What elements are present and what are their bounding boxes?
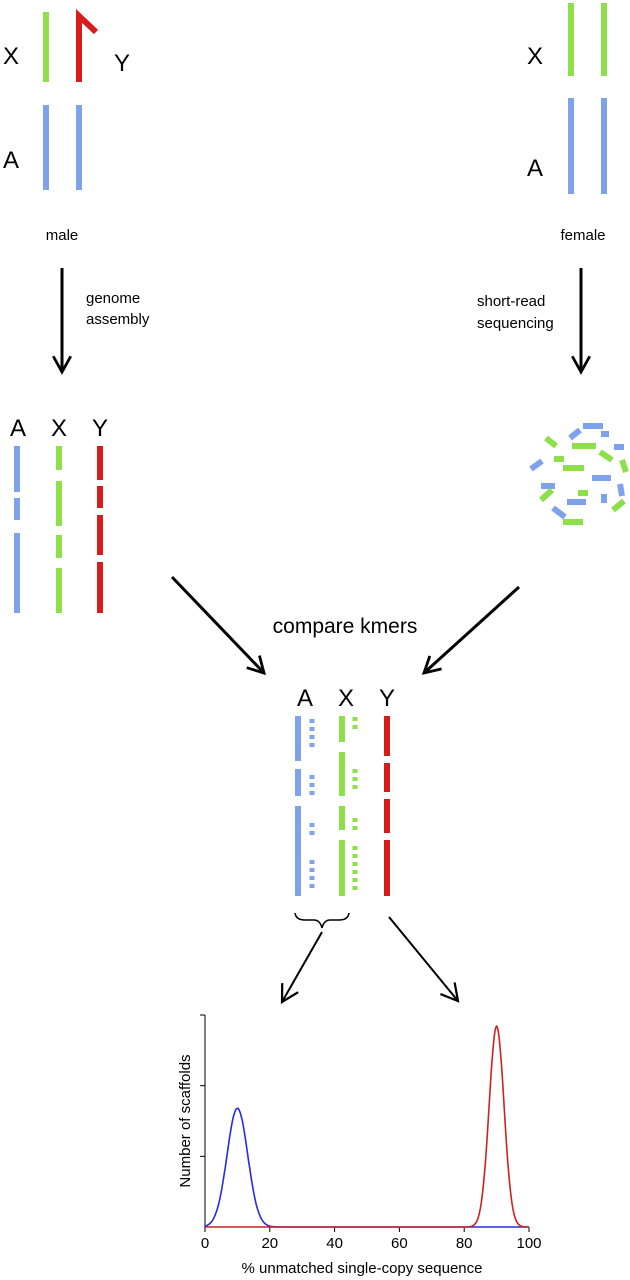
x-tick-label: 80 xyxy=(456,1235,473,1252)
compare-title: compare kmers xyxy=(273,615,418,638)
male-caption: male xyxy=(46,227,79,244)
x-axis-label: % unmatched single-copy sequence xyxy=(242,1260,483,1277)
x-tick-label: 0 xyxy=(201,1235,209,1252)
chart-series xyxy=(204,1024,529,1228)
compare-label-y: Y xyxy=(379,685,395,712)
y-ticks xyxy=(200,1014,205,1157)
result-arrows xyxy=(280,916,460,1004)
compare-arrows: compare kmers xyxy=(170,575,521,676)
read-fragment xyxy=(538,487,555,503)
male-a-label: A xyxy=(3,147,19,174)
compare-arrow-left xyxy=(170,575,266,676)
assembly-label-y: Y xyxy=(92,415,108,442)
read-fragment xyxy=(611,498,626,513)
read-fragment xyxy=(529,458,544,472)
comparison-result: A X Y xyxy=(294,685,395,929)
red-distribution-curve xyxy=(205,1024,529,1228)
compare-label-a: A xyxy=(297,685,313,712)
read-fragment xyxy=(568,427,582,441)
x-tick-label: 20 xyxy=(261,1235,278,1252)
female-caption: female xyxy=(560,227,605,244)
read-fragment xyxy=(598,449,614,463)
unmatched-sequence-chart: 0 20 40 60 80 100 % unmatched single-copy seq… xyxy=(177,1014,542,1277)
assembly-label-x: X xyxy=(51,415,67,442)
female-a-label: A xyxy=(527,155,543,182)
male-x-label: X xyxy=(3,43,19,70)
sequencing-label-line1: short-read xyxy=(477,293,545,310)
x-tick-label: 100 xyxy=(516,1235,541,1252)
male-y-chromosome xyxy=(76,9,99,82)
read-fragment xyxy=(551,505,567,520)
y-axis-label: Number of scaffolds xyxy=(177,1054,194,1187)
read-fragment xyxy=(617,483,625,497)
compared-x-scaffolds xyxy=(339,716,358,896)
sequencing-label-line2: sequencing xyxy=(477,315,554,332)
x-ticks: 0 20 40 60 80 100 xyxy=(201,1227,542,1252)
read-fragment xyxy=(619,459,629,473)
read-fragment xyxy=(544,435,558,449)
assembly-label-line2: assembly xyxy=(86,311,150,328)
compare-arrow-right xyxy=(421,585,521,675)
assembly-label-a: A xyxy=(10,415,26,442)
compare-label-x: X xyxy=(338,685,354,712)
assembled-scaffolds: A X Y xyxy=(10,415,108,613)
male-karyotype: X Y A male xyxy=(3,9,130,244)
compared-autosome-scaffolds xyxy=(295,716,315,896)
result-arrow-left xyxy=(280,931,323,1004)
autosome-x-brace xyxy=(294,912,350,929)
x-tick-label: 40 xyxy=(326,1235,343,1252)
process-arrows: genome assembly short-read sequencing xyxy=(52,268,591,375)
assembly-label-line1: genome xyxy=(86,290,140,307)
short-reads-cloud xyxy=(529,423,629,525)
male-y-label: Y xyxy=(114,50,130,77)
female-x-label: X xyxy=(527,43,543,70)
result-arrow-right xyxy=(388,916,460,1003)
x-tick-label: 60 xyxy=(391,1235,408,1252)
female-karyotype: X A female xyxy=(527,3,607,244)
